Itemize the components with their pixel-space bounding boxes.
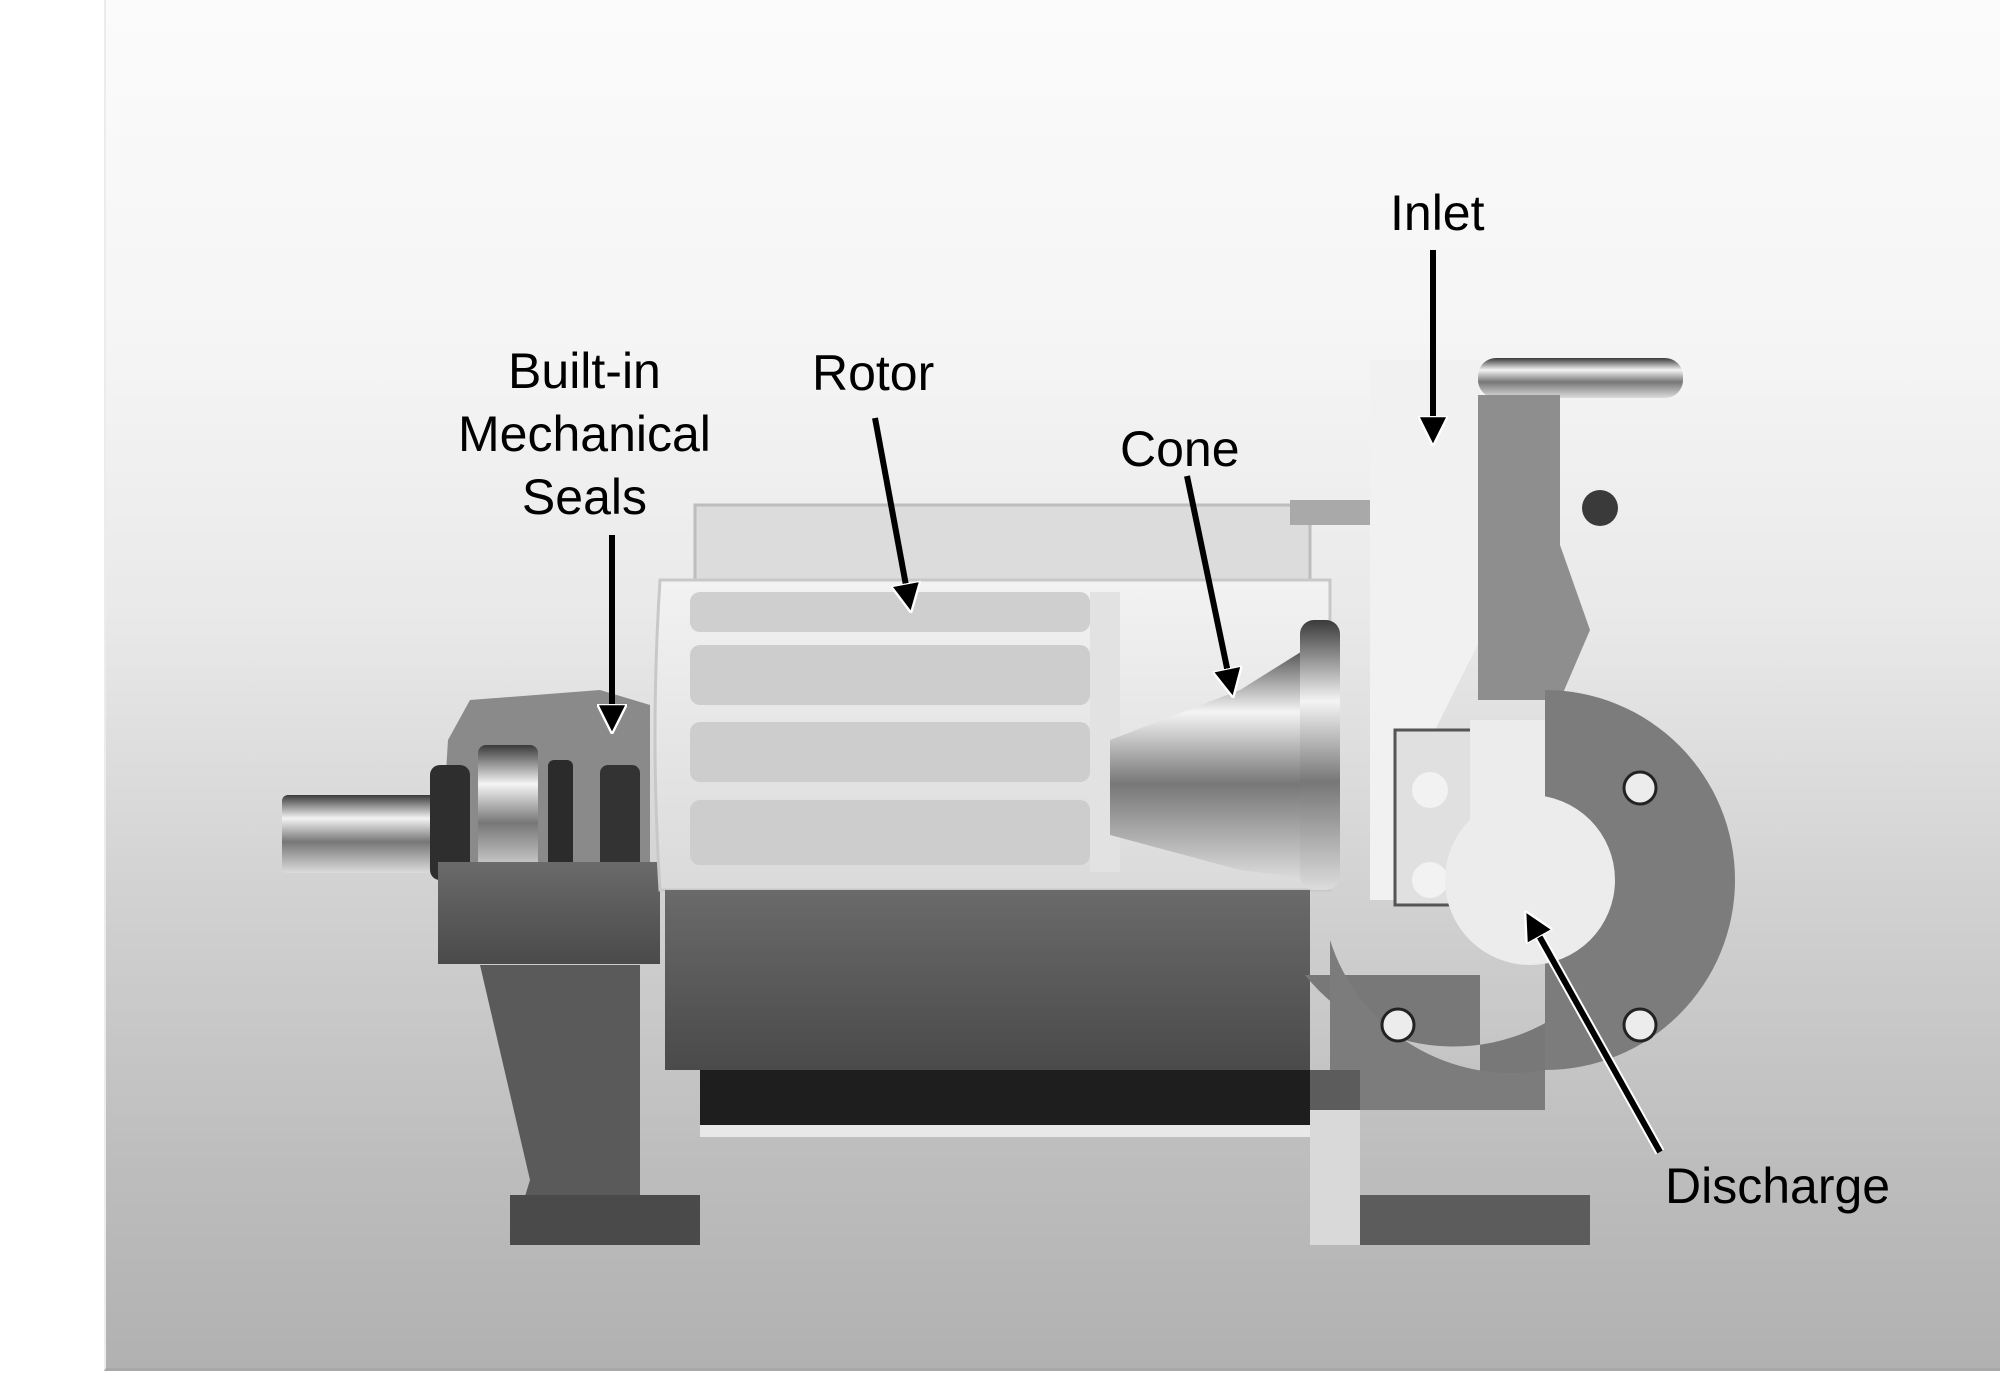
lower-casing [665,890,1310,1137]
label-rotor-line-1: Rotor [812,345,935,401]
discharge-flange [1305,690,1735,1110]
label-discharge-line-1: Discharge [1665,1158,1891,1214]
label-discharge: Discharge [1665,1155,1890,1218]
arrow-rotor [872,417,910,607]
upper-casing [693,503,1312,587]
label-built-in-mechanical-seals: Built-in Mechanical Seals [458,340,711,529]
head-assembly [1250,358,1683,907]
label-cone: Cone [1120,418,1240,481]
label-rotor: Rotor [812,342,934,405]
label-seals-line-2: Mechanical [458,406,711,462]
cone [1110,620,1340,890]
label-cone-line-1: Cone [1120,421,1240,477]
label-inlet-line-1: Inlet [1390,185,1485,241]
shaft [282,795,442,873]
label-inlet: Inlet [1390,182,1485,245]
callout-arrows [612,250,1665,1155]
bearing-housing [430,690,700,1245]
rear-foot [1310,1070,1590,1245]
label-seals-line-1: Built-in [508,343,661,399]
arrow-cone [1184,475,1232,692]
label-seals-line-3: Seals [521,469,647,525]
